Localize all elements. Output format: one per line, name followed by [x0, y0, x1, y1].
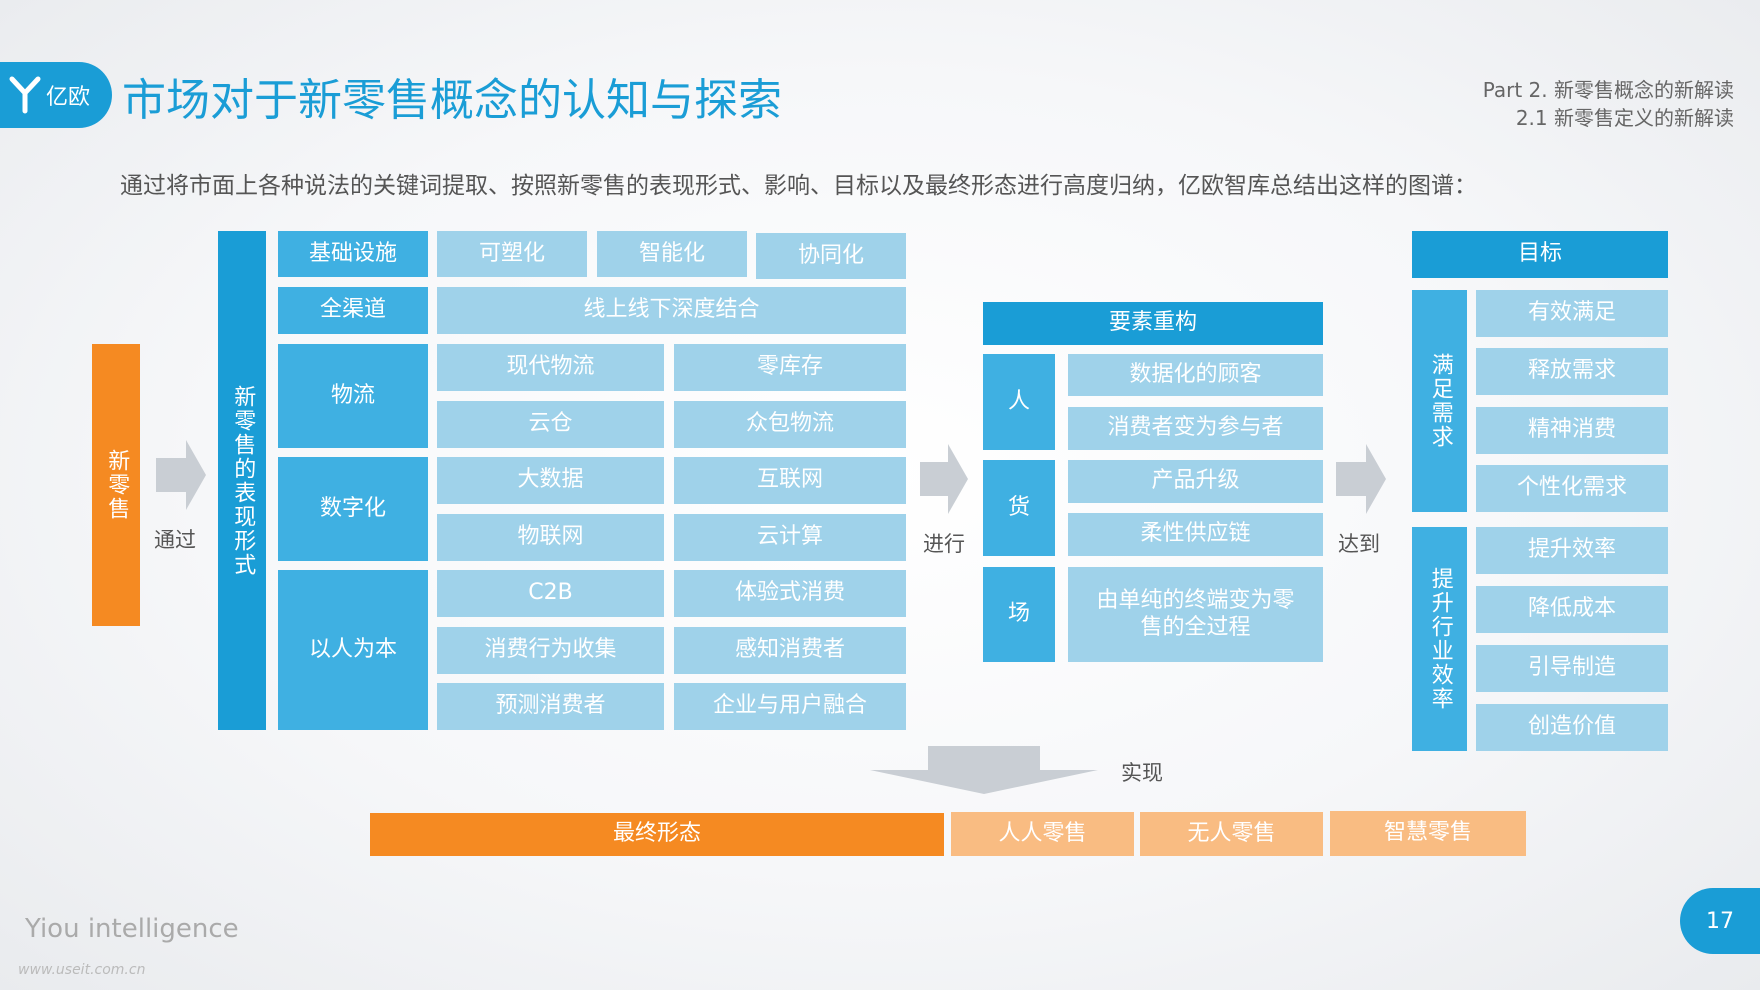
- goals-demand-item: 个性化需求: [1476, 465, 1668, 512]
- goals-demand-item: 精神消费: [1476, 407, 1668, 454]
- realize-label: 实现: [1121, 761, 1163, 785]
- intro-text: 通过将市面上各种说法的关键词提取、按照新零售的表现形式、影响、目标以及最终形态进…: [120, 173, 1477, 199]
- final-form-item: 智慧零售: [1330, 811, 1526, 856]
- goals-efficiency-item: 降低成本: [1476, 586, 1668, 633]
- logistics-item: 云仓: [437, 401, 664, 448]
- people-item: 感知消费者: [674, 627, 906, 674]
- goals-efficiency-item: 引导制造: [1476, 645, 1668, 692]
- channel-label: 全渠道: [278, 287, 428, 334]
- restructure-goods-item: 柔性供应链: [1068, 513, 1323, 556]
- goals-header: 目标: [1412, 231, 1668, 278]
- digital-item: 物联网: [437, 514, 664, 561]
- restructure-people-label: 人: [983, 354, 1055, 450]
- goals-efficiency-label: 提升行业效率: [1412, 527, 1467, 751]
- footer-watermark: www.useit.com.cn: [18, 962, 146, 978]
- people-item: 体验式消费: [674, 570, 906, 617]
- logistics-label: 物流: [278, 344, 428, 448]
- infra-item: 可塑化: [437, 231, 587, 277]
- channel-item: 线上线下深度结合: [437, 287, 906, 334]
- infra-label: 基础设施: [278, 231, 428, 277]
- page-number: 17: [1706, 908, 1734, 934]
- goals-demand-item: 有效满足: [1476, 290, 1668, 337]
- restructure-goods-label: 货: [983, 460, 1055, 556]
- final-form-item: 人人零售: [951, 812, 1134, 856]
- people-item: 预测消费者: [437, 683, 664, 730]
- forms-column: 新零售的表现形式: [218, 231, 266, 730]
- people-item: C2B: [437, 570, 664, 617]
- new-retail-label: 新零售: [104, 449, 130, 521]
- new-retail-box: 新零售: [92, 344, 140, 626]
- digital-item: 大数据: [437, 457, 664, 504]
- restructure-place-item: 由单纯的终端变为零售的全过程: [1068, 567, 1323, 662]
- restructure-header: 要素重构: [983, 302, 1323, 345]
- digital-item: 云计算: [674, 514, 906, 561]
- page-number-badge: 17: [1680, 888, 1760, 954]
- infra-item: 协同化: [756, 233, 906, 279]
- digital-item: 互联网: [674, 457, 906, 504]
- arrow-right-icon: [1336, 444, 1386, 514]
- people-item: 消费行为收集: [437, 627, 664, 674]
- logistics-item: 众包物流: [674, 401, 906, 448]
- digital-label: 数字化: [278, 457, 428, 561]
- goals-efficiency-text: 提升行业效率: [1427, 567, 1453, 711]
- logistics-item: 零库存: [674, 344, 906, 391]
- people-item: 企业与用户融合: [674, 683, 906, 730]
- goals-efficiency-item: 提升效率: [1476, 527, 1668, 574]
- arrow-right-icon: [920, 444, 968, 514]
- goals-efficiency-item: 创造价值: [1476, 704, 1668, 751]
- restructure-goods-item: 产品升级: [1068, 460, 1323, 503]
- page-title: 市场对于新零售概念的认知与探索: [122, 75, 782, 126]
- final-form-item: 无人零售: [1140, 812, 1323, 856]
- via-label: 通过: [154, 528, 196, 552]
- goals-demand-label: 满足需求: [1412, 290, 1467, 512]
- people-label: 以人为本: [278, 570, 428, 730]
- logistics-item: 现代物流: [437, 344, 664, 391]
- part-line-1: Part 2. 新零售概念的新解读: [1482, 78, 1734, 102]
- logo-text: 亿欧: [46, 85, 91, 110]
- restructure-people-item: 消费者变为参与者: [1068, 407, 1323, 450]
- goals-demand-text: 满足需求: [1427, 353, 1453, 449]
- arrow-right-icon: [156, 440, 206, 510]
- arrow-down-icon: [870, 746, 1098, 794]
- final-form-label: 最终形态: [370, 813, 944, 856]
- footer-brand: Yiou intelligence: [25, 914, 239, 944]
- logo-icon: [9, 76, 41, 114]
- forms-column-label: 新零售的表现形式: [230, 384, 256, 577]
- proceed-label: 进行: [923, 532, 965, 556]
- restructure-place-label: 场: [983, 567, 1055, 662]
- restructure-people-item: 数据化的顾客: [1068, 354, 1323, 396]
- part-line-2: 2.1 新零售定义的新解读: [1515, 106, 1734, 130]
- infra-item: 智能化: [597, 231, 747, 277]
- reach-label: 达到: [1338, 532, 1380, 556]
- logo-badge: 亿欧: [0, 62, 112, 128]
- goals-demand-item: 释放需求: [1476, 348, 1668, 395]
